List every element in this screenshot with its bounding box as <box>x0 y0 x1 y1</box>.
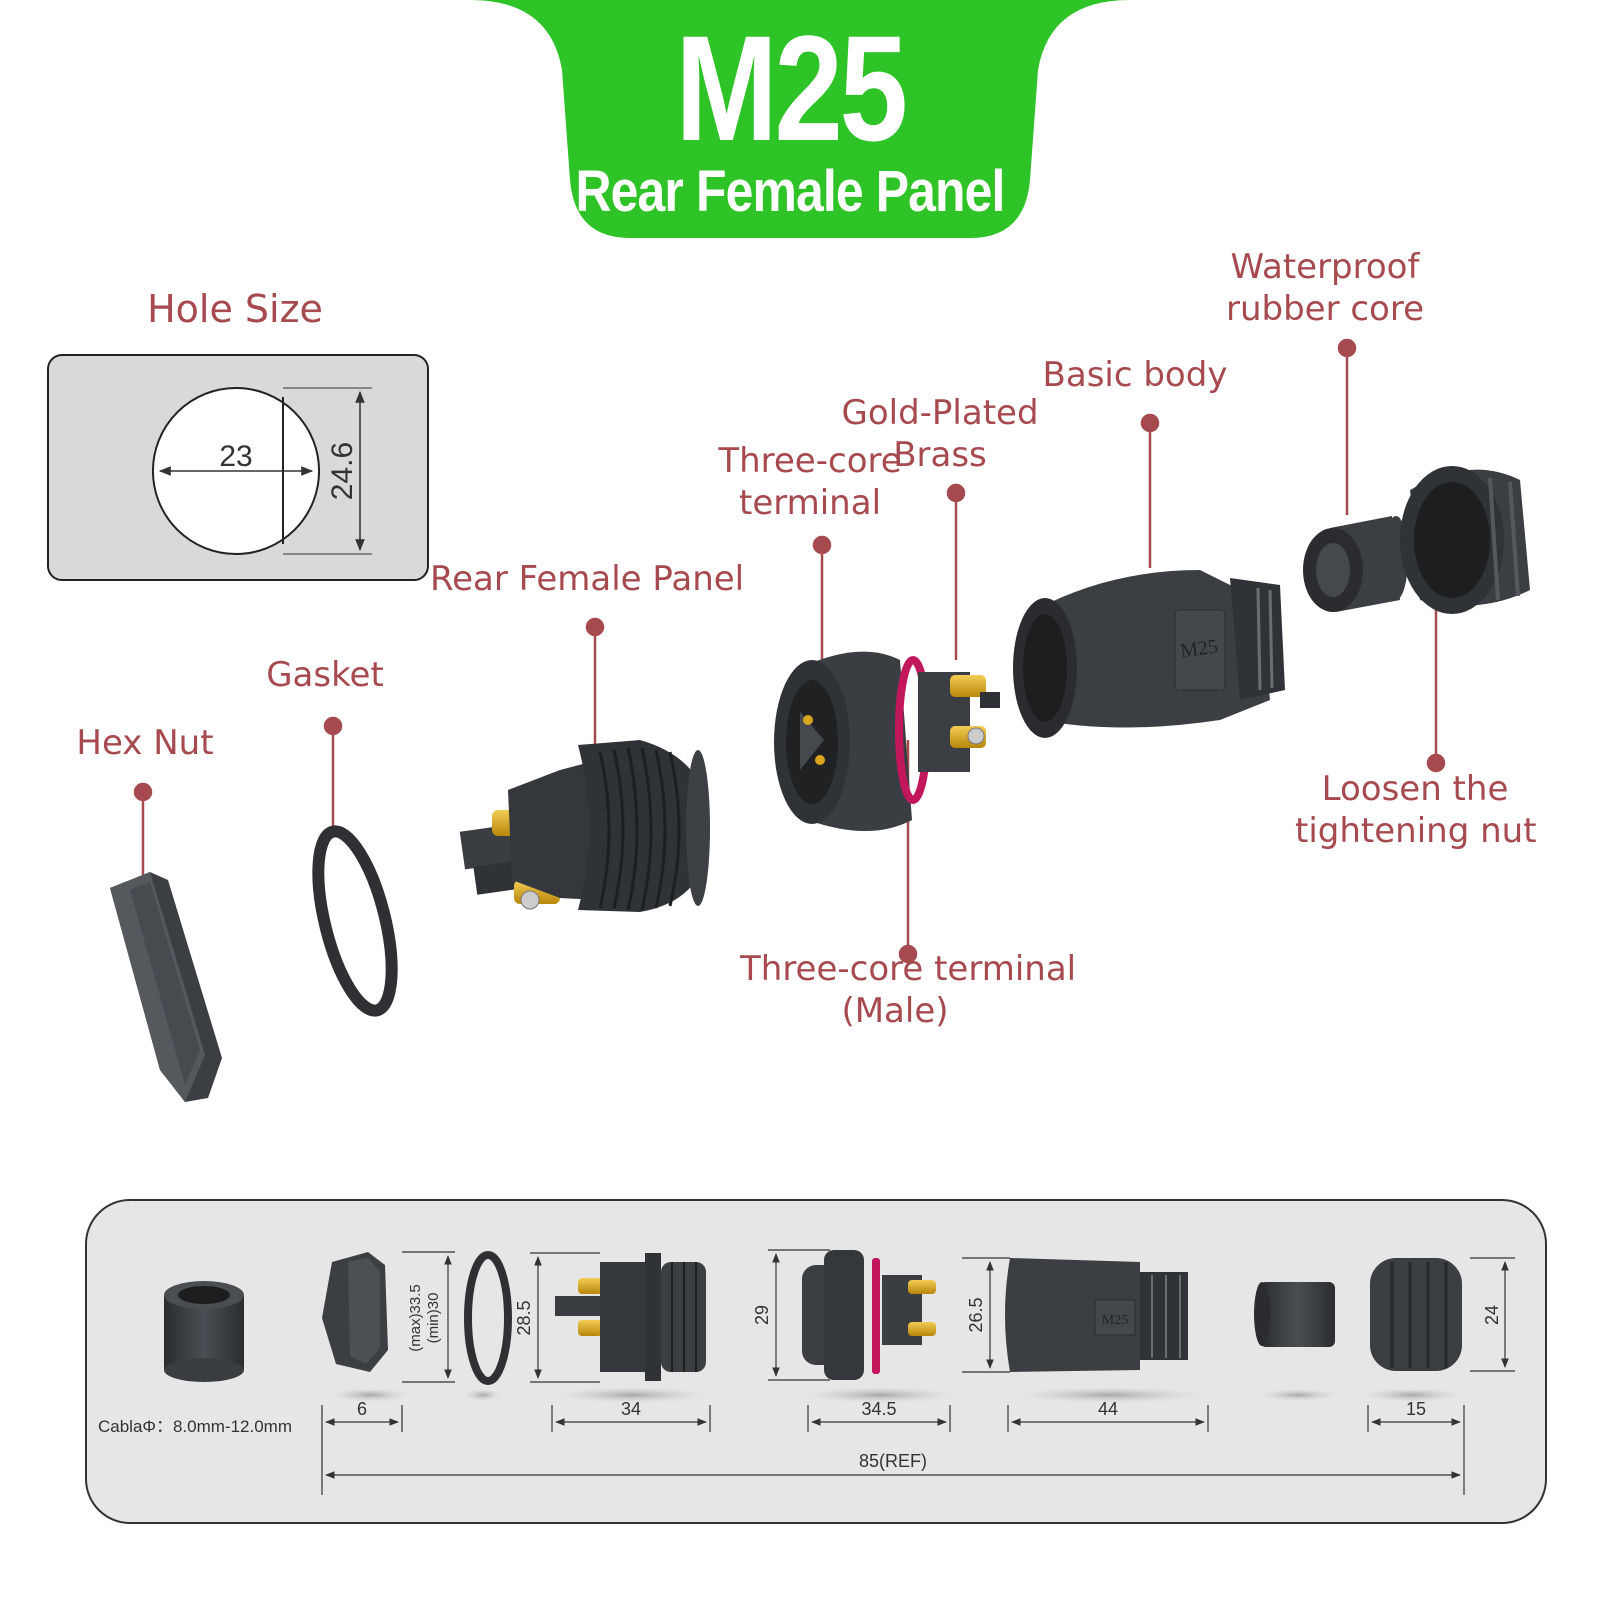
hole-height-value: 24.6 <box>326 442 359 500</box>
label-waterproof-core: Waterproof rubber core <box>1225 246 1425 330</box>
dimensions-panel: M25 <box>85 1199 1547 1524</box>
page-subtitle: Rear Female Panel <box>575 159 1005 224</box>
label-three-core-terminal-line2: terminal <box>738 483 882 523</box>
label-three-core-terminal: Three-core terminal <box>700 440 920 524</box>
dim-nut-width: 6 <box>357 1399 367 1419</box>
label-gold-plated-brass: Gold-Plated Brass <box>840 392 1040 476</box>
dim-nut-min: (min)30 <box>425 1293 442 1344</box>
label-gold-plated-line1: Gold-Plated <box>841 393 1039 433</box>
dim-terminal-width: 34.5 <box>861 1399 896 1419</box>
dim-terminal-height: 29 <box>752 1305 772 1325</box>
dim-panel-width: 34 <box>621 1399 641 1419</box>
label-three-core-terminal-line1: Three-core <box>718 441 902 481</box>
hole-size-box: 23 24.6 <box>47 354 429 581</box>
svg-text:M25: M25 <box>1102 1313 1128 1328</box>
label-loosen-line2: tightening nut <box>1295 811 1537 851</box>
header-banner <box>470 0 1130 238</box>
label-waterproof-line2: rubber core <box>1225 289 1425 329</box>
label-gold-plated-line2: Brass <box>893 435 987 475</box>
male-terminal-part <box>774 651 1000 831</box>
label-waterproof-line1: Waterproof <box>1230 247 1420 287</box>
dim-cap-width: 15 <box>1406 1399 1426 1419</box>
hole-width-value: 23 <box>219 440 252 473</box>
basic-body-part: M25 <box>1013 570 1285 738</box>
label-hex-nut: Hex Nut <box>76 723 214 763</box>
dim-panel-height: 28.5 <box>514 1300 534 1335</box>
label-gasket: Gasket <box>266 655 384 695</box>
dim-total: 85(REF) <box>859 1451 927 1471</box>
label-male-line2: (Male) <box>841 991 949 1031</box>
dim-cap-height: 24 <box>1482 1305 1502 1325</box>
cable-range: CablaΦ：8.0mm-12.0mm <box>98 1417 292 1436</box>
dim-body-height: 26.5 <box>966 1297 986 1332</box>
page-title: M25 <box>675 4 908 172</box>
svg-text:M25: M25 <box>1179 636 1219 663</box>
rear-female-panel-part <box>459 740 710 912</box>
label-rear-female-panel: Rear Female Panel <box>430 559 745 599</box>
label-loosen-line1: Loosen the <box>1321 769 1509 809</box>
gasket-part <box>312 825 398 1017</box>
dim-nut-max: (max)33.5 <box>407 1284 424 1352</box>
rubber-core-part <box>1303 516 1408 612</box>
dim-body-width: 44 <box>1098 1399 1118 1419</box>
hole-size-title: Hole Size <box>147 287 323 331</box>
hex-nut-part <box>110 872 222 1102</box>
tightening-nut-part <box>1400 466 1530 614</box>
label-loosen-nut: Loosen the tightening nut <box>1295 768 1537 852</box>
label-basic-body: Basic body <box>1042 355 1228 395</box>
